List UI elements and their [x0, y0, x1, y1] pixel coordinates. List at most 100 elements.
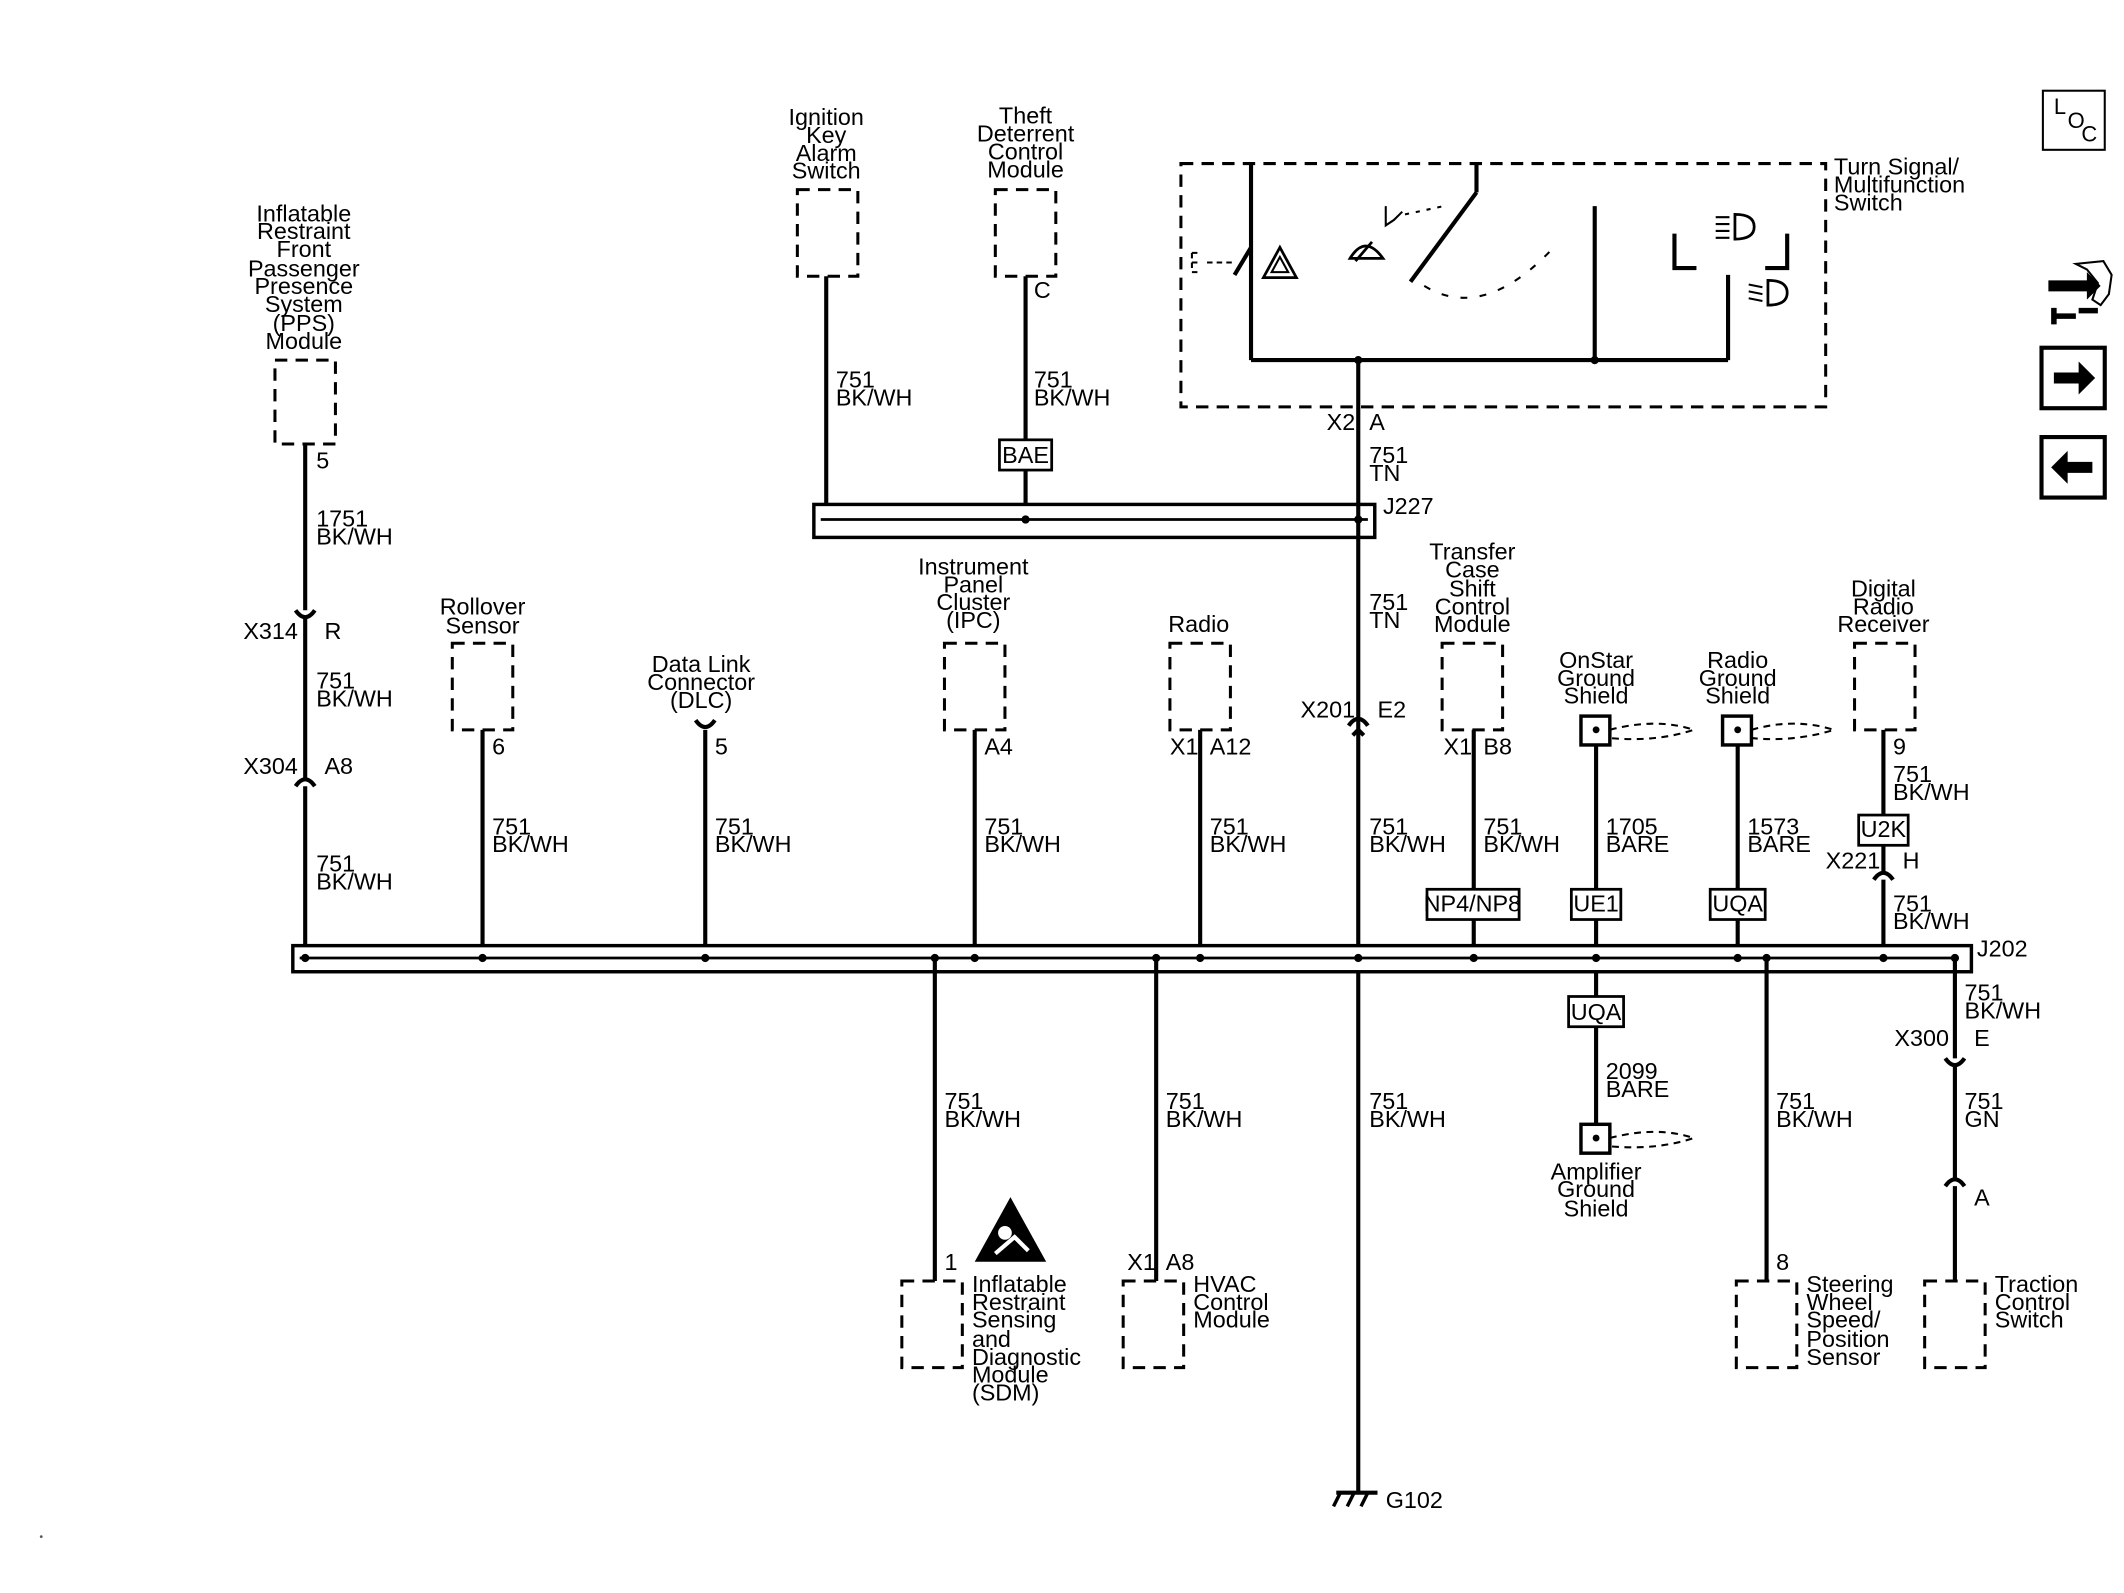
steering-name-4: Position [1806, 1326, 1889, 1352]
wire-digital-top-num: 751 [1893, 761, 1932, 787]
splice-pack-j227: J227 [812, 493, 1434, 540]
wire-hvac-num: 751 [1166, 1088, 1205, 1114]
wire-sdm-color: BK/WH [944, 1106, 1021, 1132]
option-u2k-label: U2K [1861, 816, 1907, 842]
rollover-sensor: Rollover Sensor [440, 593, 526, 732]
option-bae: BAE [998, 438, 1054, 472]
connector-x314-label: X314 [243, 618, 298, 644]
hvac-conn-label: X1 [1127, 1249, 1156, 1275]
connector-x221-label: X221 [1826, 848, 1881, 874]
airbag-warning-icon [974, 1197, 1047, 1262]
wire-pps-top-color: BK/WH [316, 523, 393, 549]
option-np4-label: NP4/NP8 [1424, 890, 1521, 916]
traction-name-1: Traction [1995, 1271, 2079, 1297]
margin-dot [39, 1535, 43, 1539]
connector-x314: X314 R [243, 608, 341, 644]
loc-label-o: O [2068, 108, 2085, 133]
wire-onstar-color: BARE [1606, 831, 1670, 857]
turn-conn-label: X2 [1327, 409, 1356, 435]
sdm-module: Inflatable Restraint Sensing and Diagnos… [900, 1271, 1081, 1406]
ipc-name-1: Instrument [918, 554, 1029, 580]
pin-rollover: 6 [492, 734, 505, 760]
pin-theft: C [1034, 277, 1051, 303]
pps-name-7: (PPS) [273, 310, 335, 336]
wire-traction-top-color: BK/WH [1965, 997, 2042, 1023]
sdm-name-4: and [972, 1326, 1011, 1352]
steering-name-1: Steering [1806, 1271, 1893, 1297]
amplifier-ground-shield: Amplifier Ground Shield [1551, 1122, 1697, 1221]
turn-pin-label: A [1369, 409, 1385, 435]
connector-tools-icon[interactable] [2048, 260, 2113, 325]
digital-radio-name-1: Digital [1851, 576, 1916, 602]
ignition-name-4: Switch [792, 158, 861, 184]
radio-name: Radio [1168, 611, 1229, 637]
wire-turn-top-color: TN [1369, 460, 1400, 486]
pps-name-4: Passenger [248, 255, 360, 281]
tc-name-1: Transfer [1429, 538, 1515, 564]
connector-x221: X221 H [1826, 848, 1920, 881]
previous-page-button[interactable] [2039, 435, 2107, 500]
digital-radio-receiver: Digital Radio Receiver [1837, 576, 1930, 732]
pin-digital-radio: 9 [1893, 734, 1906, 760]
pin-dlc: 5 [715, 734, 728, 760]
wire-pps-mid-color: BK/WH [316, 685, 393, 711]
loc-label-c: C [2081, 122, 2097, 147]
onstar-name-1: OnStar [1559, 647, 1633, 673]
wire-ground-color: BK/WH [1369, 1106, 1446, 1132]
wiper-icon [1347, 241, 1386, 263]
data-link-connector: Data Link Connector (DLC) [647, 651, 755, 730]
wire-pps-bot-num: 751 [316, 850, 355, 876]
sdm-name-6: Module [972, 1362, 1049, 1388]
connector-x304: X304 A8 [243, 753, 353, 788]
option-bae-label: BAE [1002, 442, 1049, 468]
sdm-name-2: Restraint [972, 1289, 1066, 1315]
wire-rollover-color: BK/WH [492, 831, 569, 857]
tc-name-3: Shift [1449, 576, 1496, 602]
traction-control-switch: Traction Control Switch [1923, 1271, 2079, 1370]
wire-sdm-num: 751 [944, 1088, 983, 1114]
traction-name-2: Control [1995, 1289, 2070, 1315]
ipc-name-3: Cluster [936, 589, 1010, 615]
wire-radio-shield-color: BARE [1747, 831, 1811, 857]
amplifier-name-3: Shield [1564, 1195, 1629, 1221]
wire-amplifier-color: BARE [1606, 1076, 1670, 1102]
steering-name-2: Wheel [1806, 1289, 1872, 1315]
theft-name-3: Control [988, 138, 1063, 164]
traction-name-3: Switch [1995, 1307, 2064, 1333]
ignition-name-3: Alarm [796, 140, 857, 166]
pin-radio: A12 [1210, 734, 1252, 760]
dlc-name-2: Connector [647, 669, 755, 695]
digital-radio-name-2: Radio [1853, 593, 1914, 619]
amplifier-name-1: Amplifier [1551, 1158, 1642, 1184]
hazard-icon [1261, 244, 1299, 280]
pps-name-3: Front [277, 236, 332, 262]
wire-radio-shield-num: 1573 [1747, 813, 1799, 839]
connector-x221-pin: H [1903, 848, 1920, 874]
transfer-case-shift-control-module: Transfer Case Shift Control Module [1429, 538, 1516, 732]
option-uqa-lower: UQA [1567, 995, 1625, 1029]
option-uqa-lower-label: UQA [1571, 999, 1622, 1025]
rollover-name-1: Rollover [440, 593, 526, 619]
wire-traction-top-num: 751 [1965, 980, 2004, 1006]
connector-traction: A [1943, 1177, 1990, 1210]
wire-amplifier-num: 2099 [1606, 1058, 1658, 1084]
option-uqa-upper: UQA [1708, 887, 1767, 921]
pps-name-6: System [265, 291, 343, 317]
ignition-key-alarm-switch: Ignition Key Alarm Switch [789, 104, 864, 278]
next-page-button[interactable] [2039, 345, 2107, 411]
arrow-left-icon [2051, 450, 2093, 484]
wire-x201-below-color: BK/WH [1369, 831, 1446, 857]
wire-ipc-num: 751 [984, 813, 1023, 839]
wire-ground-num: 751 [1369, 1088, 1408, 1114]
connector-x201-pin: E2 [1378, 696, 1407, 722]
connector-x314-pin: R [324, 618, 341, 644]
loc-button[interactable]: L O C [2041, 89, 2106, 151]
radio-ground-shield: Radio Ground Shield [1699, 647, 1838, 747]
digital-radio-name-3: Receiver [1837, 611, 1929, 637]
headlamp-low-icon [1748, 279, 1789, 307]
splice-j227-label: J227 [1383, 493, 1434, 519]
ground-g102: G102 [1331, 1487, 1443, 1513]
turn-signal-name-3: Switch [1834, 189, 1903, 215]
onstar-name-3: Shield [1564, 683, 1629, 709]
